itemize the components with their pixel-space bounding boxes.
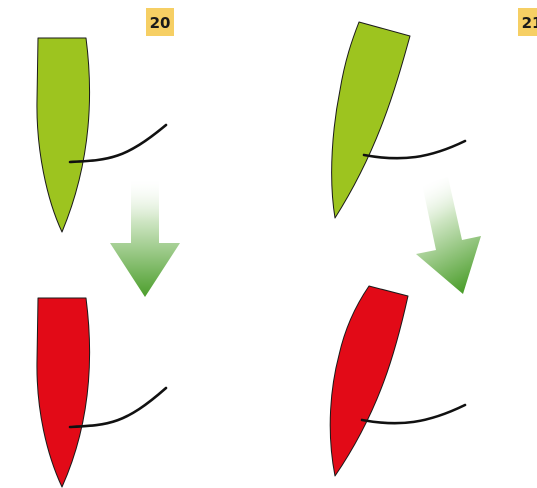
sail-before [331,21,411,219]
panel-number: 21 [522,14,537,32]
panel-21: 21 [329,8,537,477]
panel-20: 20 [36,8,180,488]
sail-after [329,285,409,477]
telltale [68,386,168,429]
sail-before [36,37,91,233]
sail-after [36,297,91,488]
telltale [360,403,467,425]
panel-number-badge: 20 [146,8,174,36]
telltale [362,139,467,160]
down-arrow [110,180,180,297]
panel-number-badge: 21 [518,8,537,36]
panel-number: 20 [150,14,171,32]
telltale [68,123,168,164]
down-arrow [416,177,481,294]
